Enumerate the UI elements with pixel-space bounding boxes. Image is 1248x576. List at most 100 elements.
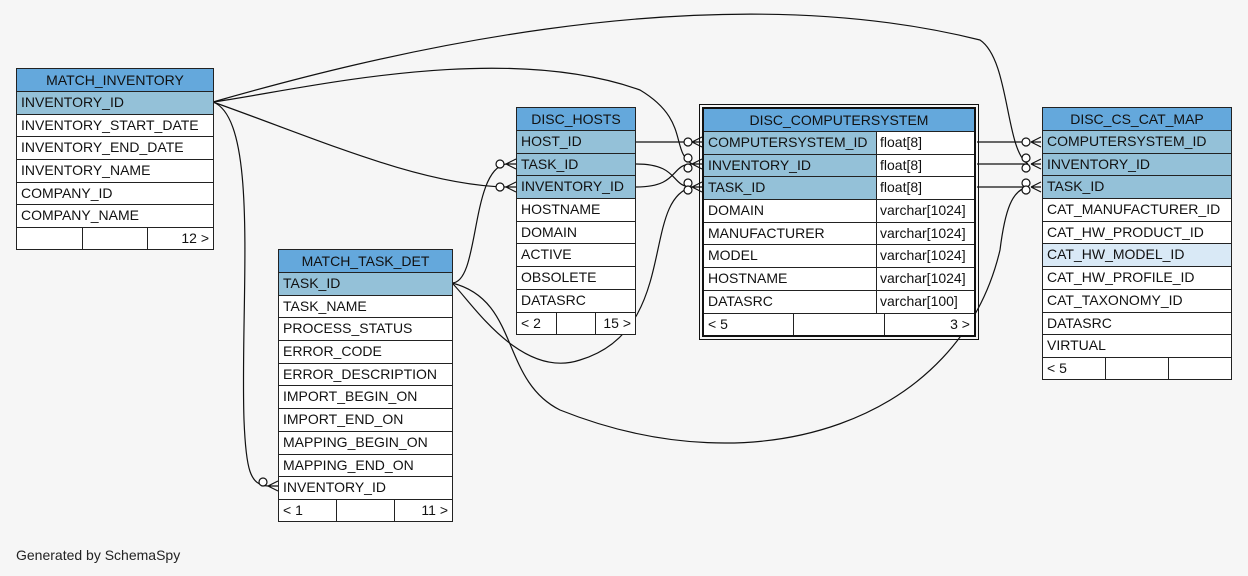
column-row[interactable]: ACTIVE <box>517 243 635 266</box>
table-footer: < 5 3 > <box>704 312 974 335</box>
parents-link[interactable] <box>17 228 82 249</box>
column-row[interactable]: IMPORT_BEGIN_ON <box>279 385 452 408</box>
table-footer: < 2 15 > <box>517 311 635 334</box>
crowsfoot-marker <box>505 181 517 193</box>
crowsfoot-marker <box>691 181 703 193</box>
column-row[interactable]: OBSOLETE <box>517 266 635 289</box>
footer-spacer <box>336 499 394 521</box>
children-link[interactable]: 15 > <box>595 312 635 334</box>
column-row[interactable]: CAT_HW_MODEL_ID <box>1043 243 1231 267</box>
table-disc-cs-cat-map: DISC_CS_CAT_MAP COMPUTERSYSTEM_ID INVENT… <box>1042 107 1232 380</box>
column-row[interactable]: CAT_HW_PRODUCT_ID <box>1043 220 1231 244</box>
column-row[interactable]: TASK_ID <box>279 272 452 295</box>
relationship-end-marker <box>258 477 268 487</box>
parents-link[interactable]: < 5 <box>708 315 728 332</box>
table-footer: < 5 <box>1043 356 1231 379</box>
children-link[interactable]: 3 > <box>883 313 974 335</box>
generated-by-note: Generated by SchemaSpy <box>16 547 181 563</box>
relationship-line <box>212 13 1029 165</box>
relationship-end-marker <box>495 182 505 192</box>
relationship-end-marker <box>1021 137 1031 147</box>
crowsfoot-marker <box>1030 158 1042 170</box>
column-row[interactable]: ERROR_DESCRIPTION <box>279 362 452 386</box>
column-row[interactable]: PROCESS_STATUS <box>279 317 452 340</box>
table-footer: < 1 11 > <box>279 498 452 521</box>
table-title[interactable]: MATCH_TASK_DET <box>279 250 452 272</box>
children-link[interactable]: 11 > <box>394 499 452 521</box>
relationship-line <box>212 101 269 487</box>
table-title[interactable]: DISC_HOSTS <box>517 108 635 130</box>
column-row[interactable]: DOMAIN <box>517 220 635 244</box>
table-footer: 12 > <box>17 227 213 250</box>
column-row[interactable]: MAPPING_END_ON <box>279 453 452 477</box>
column-row[interactable]: COMPUTERSYSTEM_ID <box>1043 130 1231 153</box>
column-row[interactable]: TASK_NAME <box>279 294 452 318</box>
column-row[interactable]: INVENTORY_END_DATE <box>17 136 213 159</box>
crowsfoot-marker <box>267 480 279 492</box>
crowsfoot-marker <box>691 136 703 148</box>
table-match-task-det: MATCH_TASK_DET TASK_ID TASK_NAME PROCESS… <box>278 249 453 522</box>
parents-link[interactable]: < 1 <box>283 501 303 518</box>
parents-link[interactable]: < 2 <box>521 314 541 331</box>
column-row[interactable]: INVENTORY_START_DATE <box>17 113 213 137</box>
column-row[interactable]: DATASRC <box>517 288 635 312</box>
column-row[interactable]: ERROR_CODE <box>279 340 452 363</box>
relationship-end-marker <box>1021 153 1031 163</box>
relationship-end-marker <box>683 153 693 163</box>
relationship-end-marker <box>683 185 693 195</box>
column-row[interactable]: MAPPING_BEGIN_ON <box>279 430 452 454</box>
parents-link[interactable]: < 5 <box>1047 359 1067 376</box>
column-row[interactable]: CAT_MANUFACTURER_ID <box>1043 198 1231 221</box>
column-row[interactable]: INVENTORY_NAME <box>17 159 213 182</box>
relationship-end-marker <box>1021 185 1031 195</box>
crowsfoot-marker <box>1030 181 1042 193</box>
column-row[interactable]: CAT_TAXONOMY_ID <box>1043 288 1231 312</box>
children-link <box>1168 357 1231 379</box>
crowsfoot-marker <box>505 158 517 170</box>
column-row[interactable]: INVENTORY_ID <box>279 476 452 499</box>
footer-spacer <box>1105 357 1168 379</box>
table-match-inventory: MATCH_INVENTORY INVENTORY_ID INVENTORY_S… <box>16 68 214 251</box>
table-title[interactable]: MATCH_INVENTORY <box>17 69 213 91</box>
footer-spacer <box>81 228 148 250</box>
column-row[interactable]: INVENTORY_ID <box>1043 152 1231 176</box>
table-disc-hosts: DISC_HOSTS HOST_ID TASK_ID INVENTORY_ID … <box>516 107 636 335</box>
column-row[interactable]: INVENTORY_ID <box>17 91 213 114</box>
column-row[interactable]: IMPORT_END_ON <box>279 408 452 431</box>
relationship-line <box>451 186 1029 444</box>
column-row[interactable]: VIRTUAL <box>1043 334 1231 357</box>
column-row[interactable]: INVENTORY_ID <box>517 175 635 199</box>
relationship-end-marker <box>683 137 693 147</box>
column-row[interactable]: HOST_ID <box>517 130 635 153</box>
column-row[interactable]: COMPANY_ID <box>17 181 213 205</box>
relationship-line <box>212 101 507 188</box>
crowsfoot-marker <box>691 158 703 170</box>
column-row[interactable]: TASK_ID <box>1043 175 1231 199</box>
footer-spacer <box>555 312 596 334</box>
footer-spacer <box>793 313 883 335</box>
crowsfoot-marker <box>1030 136 1042 148</box>
relationship-line <box>451 163 507 284</box>
column-row[interactable]: DATASRC <box>1043 311 1231 335</box>
relationship-end-marker <box>1021 163 1031 173</box>
column-row[interactable]: CAT_HW_PROFILE_ID <box>1043 266 1231 289</box>
table-title[interactable]: DISC_CS_CAT_MAP <box>1043 108 1231 130</box>
relationship-end-marker <box>683 163 693 173</box>
column-row[interactable]: TASK_ID <box>517 152 635 176</box>
relationship-end-marker <box>495 159 505 169</box>
column-row[interactable]: HOSTNAME <box>517 198 635 221</box>
column-row[interactable]: COMPANY_NAME <box>17 204 213 227</box>
children-link[interactable]: 12 > <box>147 228 213 250</box>
table-title[interactable]: DISC_COMPUTERSYSTEM <box>704 109 974 131</box>
